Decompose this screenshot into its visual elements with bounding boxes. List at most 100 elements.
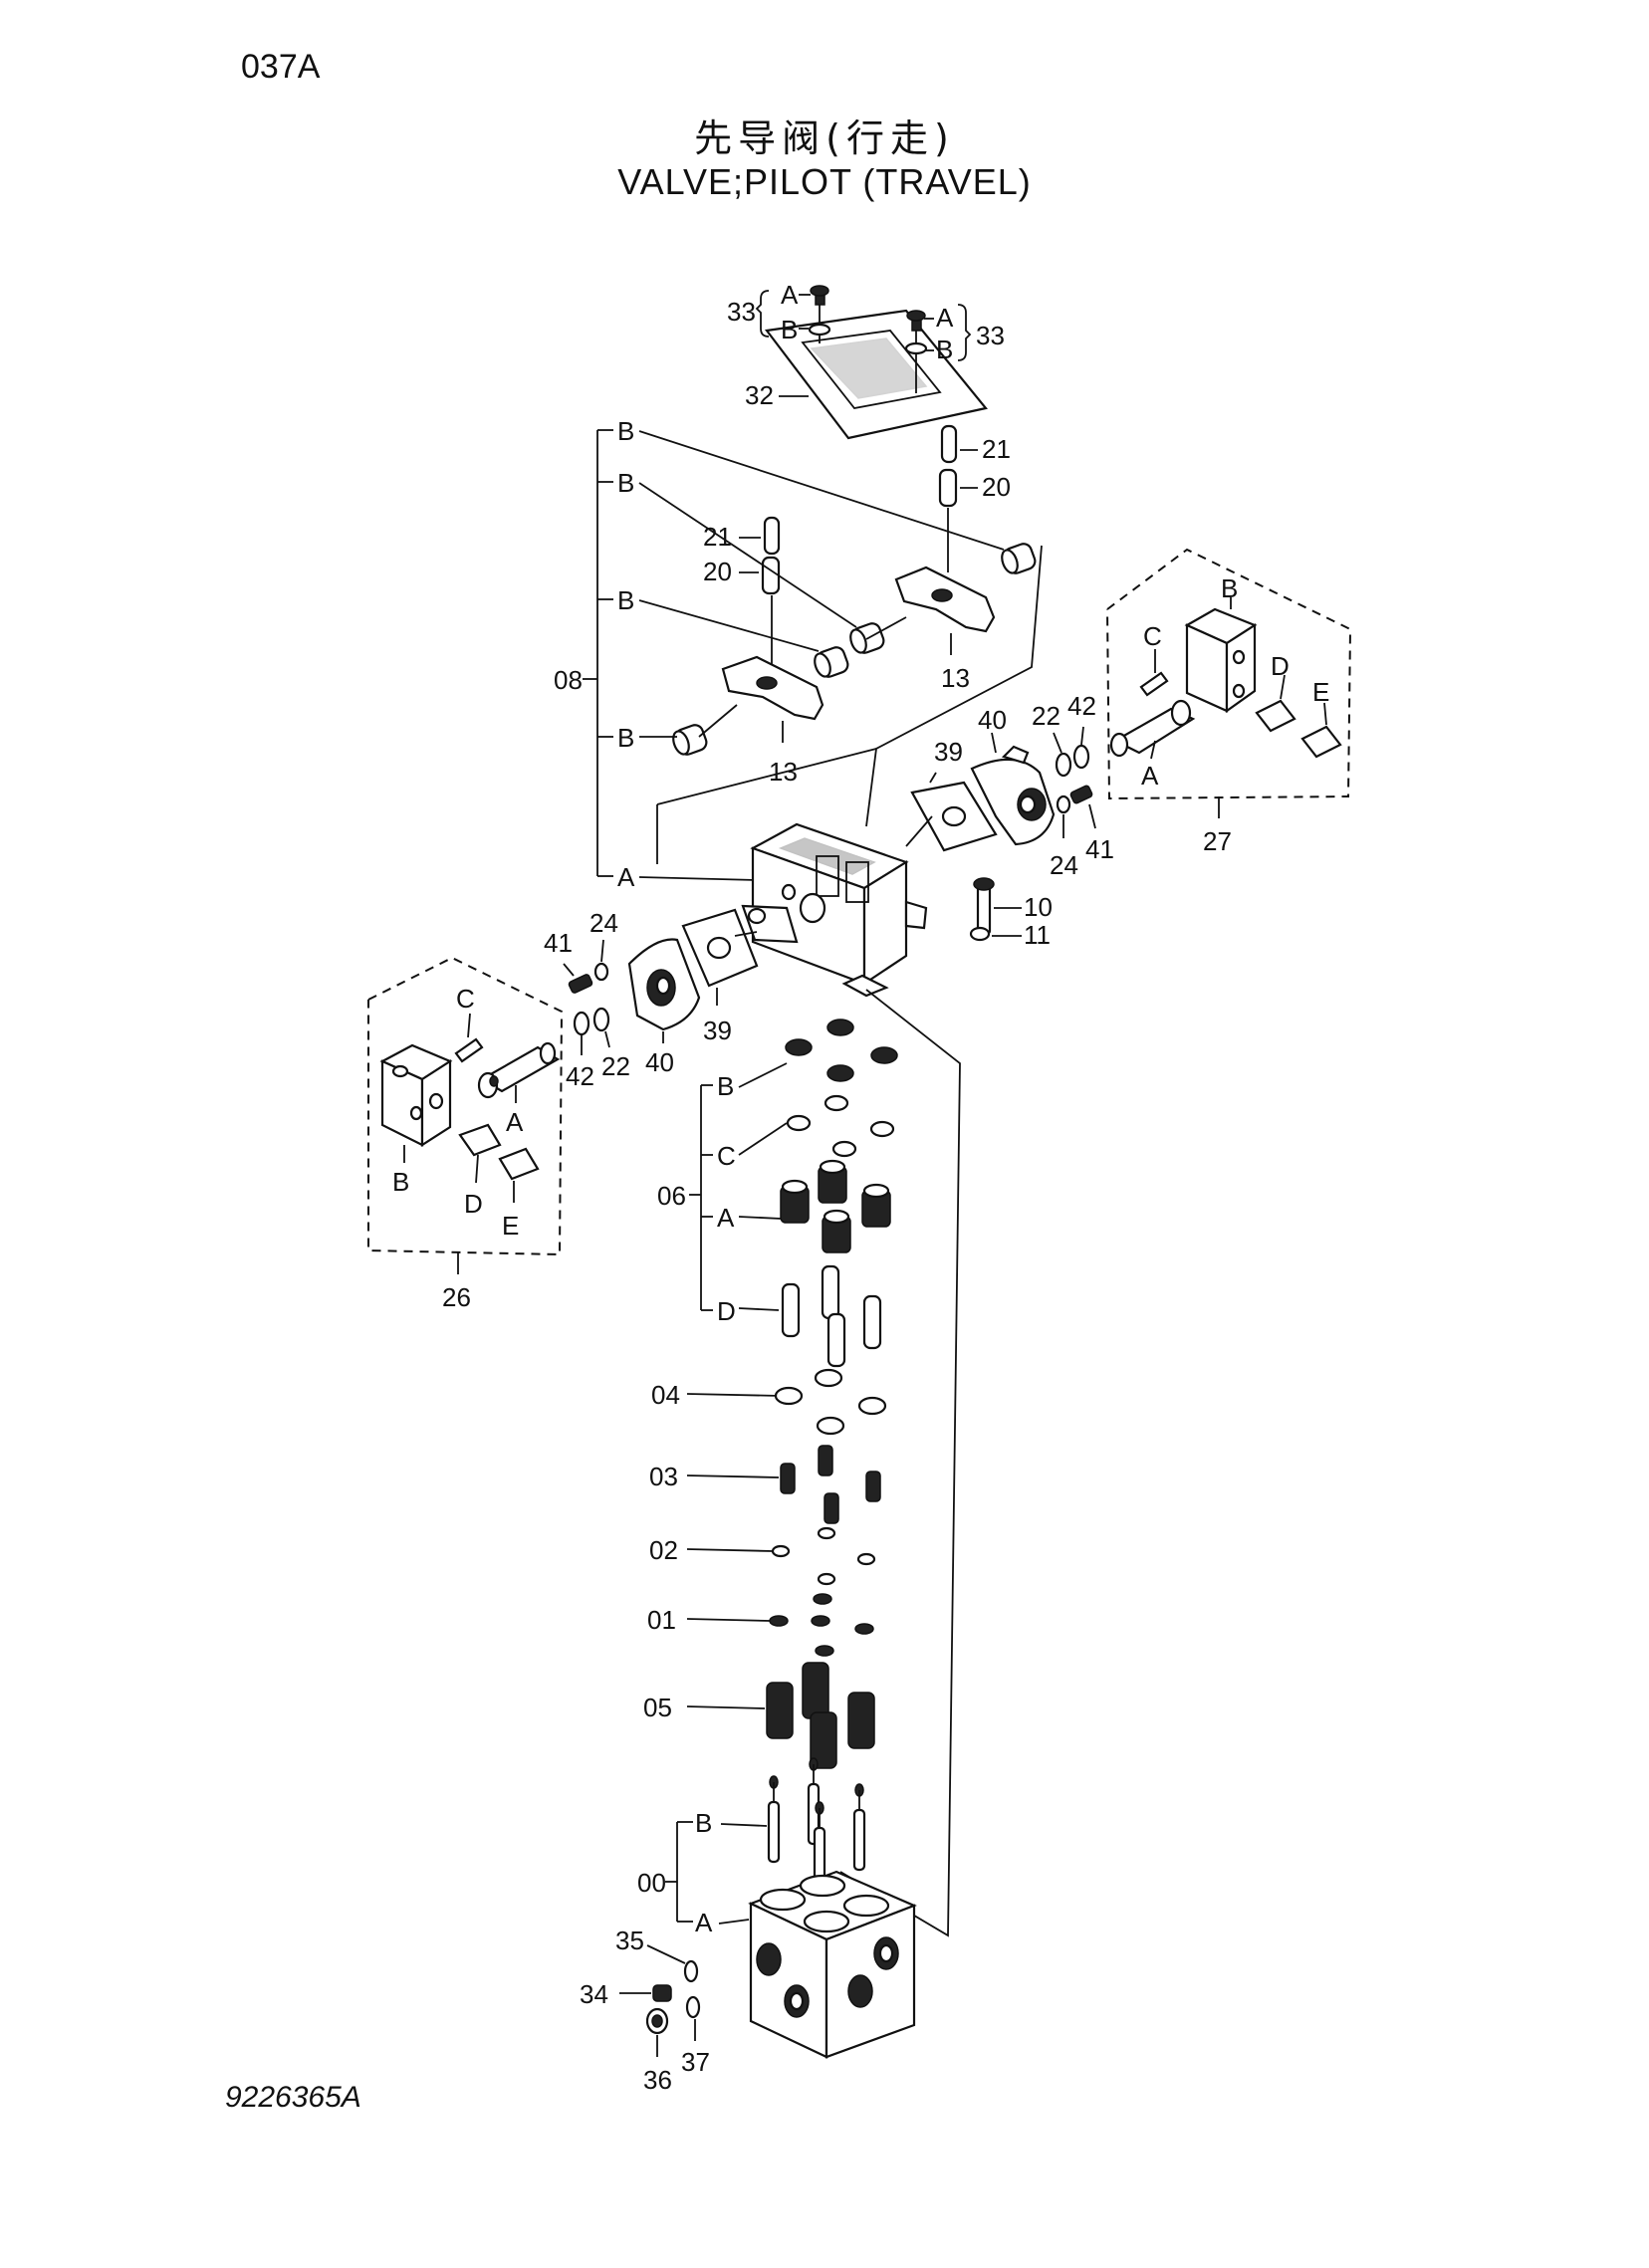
screw-41-left: [568, 974, 593, 994]
callout-22-left: 22: [601, 1051, 630, 1081]
callout-37: 37: [681, 2047, 710, 2077]
callout-10: 10: [1024, 892, 1053, 922]
callout-33-left-b: B: [781, 315, 798, 344]
bushing-08-b-4: [672, 724, 708, 756]
shaft-26-a: [477, 1041, 561, 1099]
cover-plate-32: [764, 299, 988, 440]
callout-26-e: E: [502, 1211, 519, 1241]
pin-26-d: [458, 1123, 502, 1157]
gasket-39-left: [681, 908, 759, 988]
pin-21-right: [940, 424, 958, 464]
callout-26-d: D: [464, 1189, 483, 1219]
title-english: VALVE;PILOT (TRAVEL): [617, 161, 1032, 202]
callout-42-right: 42: [1067, 691, 1096, 721]
bushing-08-b-3: [814, 646, 849, 678]
callout-33-right-a: A: [936, 303, 954, 333]
springs-03: [780, 1445, 881, 1524]
callout-40-right: 40: [978, 705, 1007, 735]
pistons-06-d: [781, 1264, 882, 1368]
o-ring-42-left: [573, 1011, 590, 1036]
cover-40-right: [970, 745, 1056, 846]
callout-33-left: 33: [727, 297, 756, 327]
callout-27-d: D: [1271, 651, 1290, 681]
screws-33: [808, 285, 928, 355]
callout-06-c: C: [717, 1141, 736, 1171]
callout-04: 04: [651, 1380, 680, 1410]
callout-27-b: B: [1221, 573, 1238, 603]
callout-26: 26: [442, 1282, 471, 1312]
callout-21-left: 21: [703, 522, 732, 552]
callout-06-a: A: [717, 1203, 735, 1233]
callout-32: 32: [745, 380, 774, 410]
pin-21-left: [763, 516, 781, 556]
o-ring-22-right: [1055, 752, 1072, 778]
pin-26-c: [454, 1037, 484, 1063]
title-chinese: 先导阀(行走): [694, 116, 955, 160]
callout-08-b-4: B: [617, 723, 634, 753]
bolt-10: [973, 877, 995, 936]
block-27-b: [1184, 607, 1258, 714]
callout-00: 00: [637, 1868, 666, 1898]
bushing-08-b-1: [1001, 543, 1037, 574]
pin-20-right: [938, 468, 958, 508]
o-rings-06-c: [786, 1094, 895, 1158]
springs-05: [766, 1662, 875, 1769]
pin-26-e: [498, 1147, 540, 1181]
callout-36: 36: [643, 2065, 672, 2095]
callout-40-left: 40: [645, 1047, 674, 1077]
callout-03: 03: [649, 1462, 678, 1491]
o-ring-35: [683, 1959, 699, 1983]
washer-24-left: [593, 962, 609, 982]
pushrods-00-b: [767, 1757, 866, 1890]
valve-body-08-a: [741, 822, 928, 998]
callout-11: 11: [1024, 920, 1051, 950]
pin-27-d: [1255, 699, 1296, 733]
page-code: 037A: [241, 48, 321, 86]
o-ring-42-right: [1072, 744, 1090, 770]
callout-41-left: 41: [544, 928, 573, 958]
callout-33-right: 33: [976, 321, 1005, 350]
callout-20-right: 20: [982, 472, 1011, 502]
callout-22-right: 22: [1032, 701, 1060, 731]
callout-08-b-1: B: [617, 416, 634, 446]
shaft-27-a: [1109, 699, 1196, 758]
pin-27-c: [1139, 671, 1169, 697]
callout-01: 01: [647, 1605, 676, 1635]
cover-40-left: [627, 938, 701, 1031]
callout-08-a: A: [617, 862, 635, 892]
callout-21-right: 21: [982, 434, 1011, 464]
callout-27: 27: [1203, 826, 1232, 856]
callout-33-left-a: A: [781, 280, 799, 310]
callout-20-left: 20: [703, 557, 732, 586]
drawing-number: 9226365A: [225, 2081, 361, 2114]
washer-11: [969, 926, 991, 942]
seals-06-b: [785, 1019, 898, 1082]
callout-24-right: 24: [1050, 850, 1078, 880]
callout-00-b: B: [695, 1808, 712, 1838]
block-26-b: [379, 1043, 453, 1148]
callout-39-right: 39: [934, 737, 963, 767]
casing-00-a: [748, 1870, 917, 2059]
callout-26-c: C: [456, 984, 475, 1014]
pin-20-left: [761, 556, 781, 595]
spools-01: [769, 1593, 874, 1657]
callout-08-b-3: B: [617, 585, 634, 615]
screw-41-right: [1069, 785, 1093, 804]
callout-00-a: A: [695, 1908, 713, 1937]
plugs-06-a: [780, 1159, 891, 1253]
o-ring-37: [685, 1995, 701, 2019]
washers-02: [771, 1526, 876, 1586]
plug-36: [645, 2007, 669, 2035]
callout-13-right: 13: [941, 663, 970, 693]
callout-08: 08: [554, 665, 583, 695]
callout-35: 35: [615, 1926, 644, 1955]
callout-27-e: E: [1312, 677, 1329, 707]
washer-24-right: [1056, 794, 1071, 814]
callout-33-right-b: B: [936, 335, 953, 364]
callout-39-left: 39: [703, 1016, 732, 1045]
callout-27-a: A: [1141, 761, 1159, 791]
callout-27-c: C: [1143, 621, 1162, 651]
plug-34: [652, 1984, 672, 2002]
pin-27-e: [1300, 725, 1342, 759]
